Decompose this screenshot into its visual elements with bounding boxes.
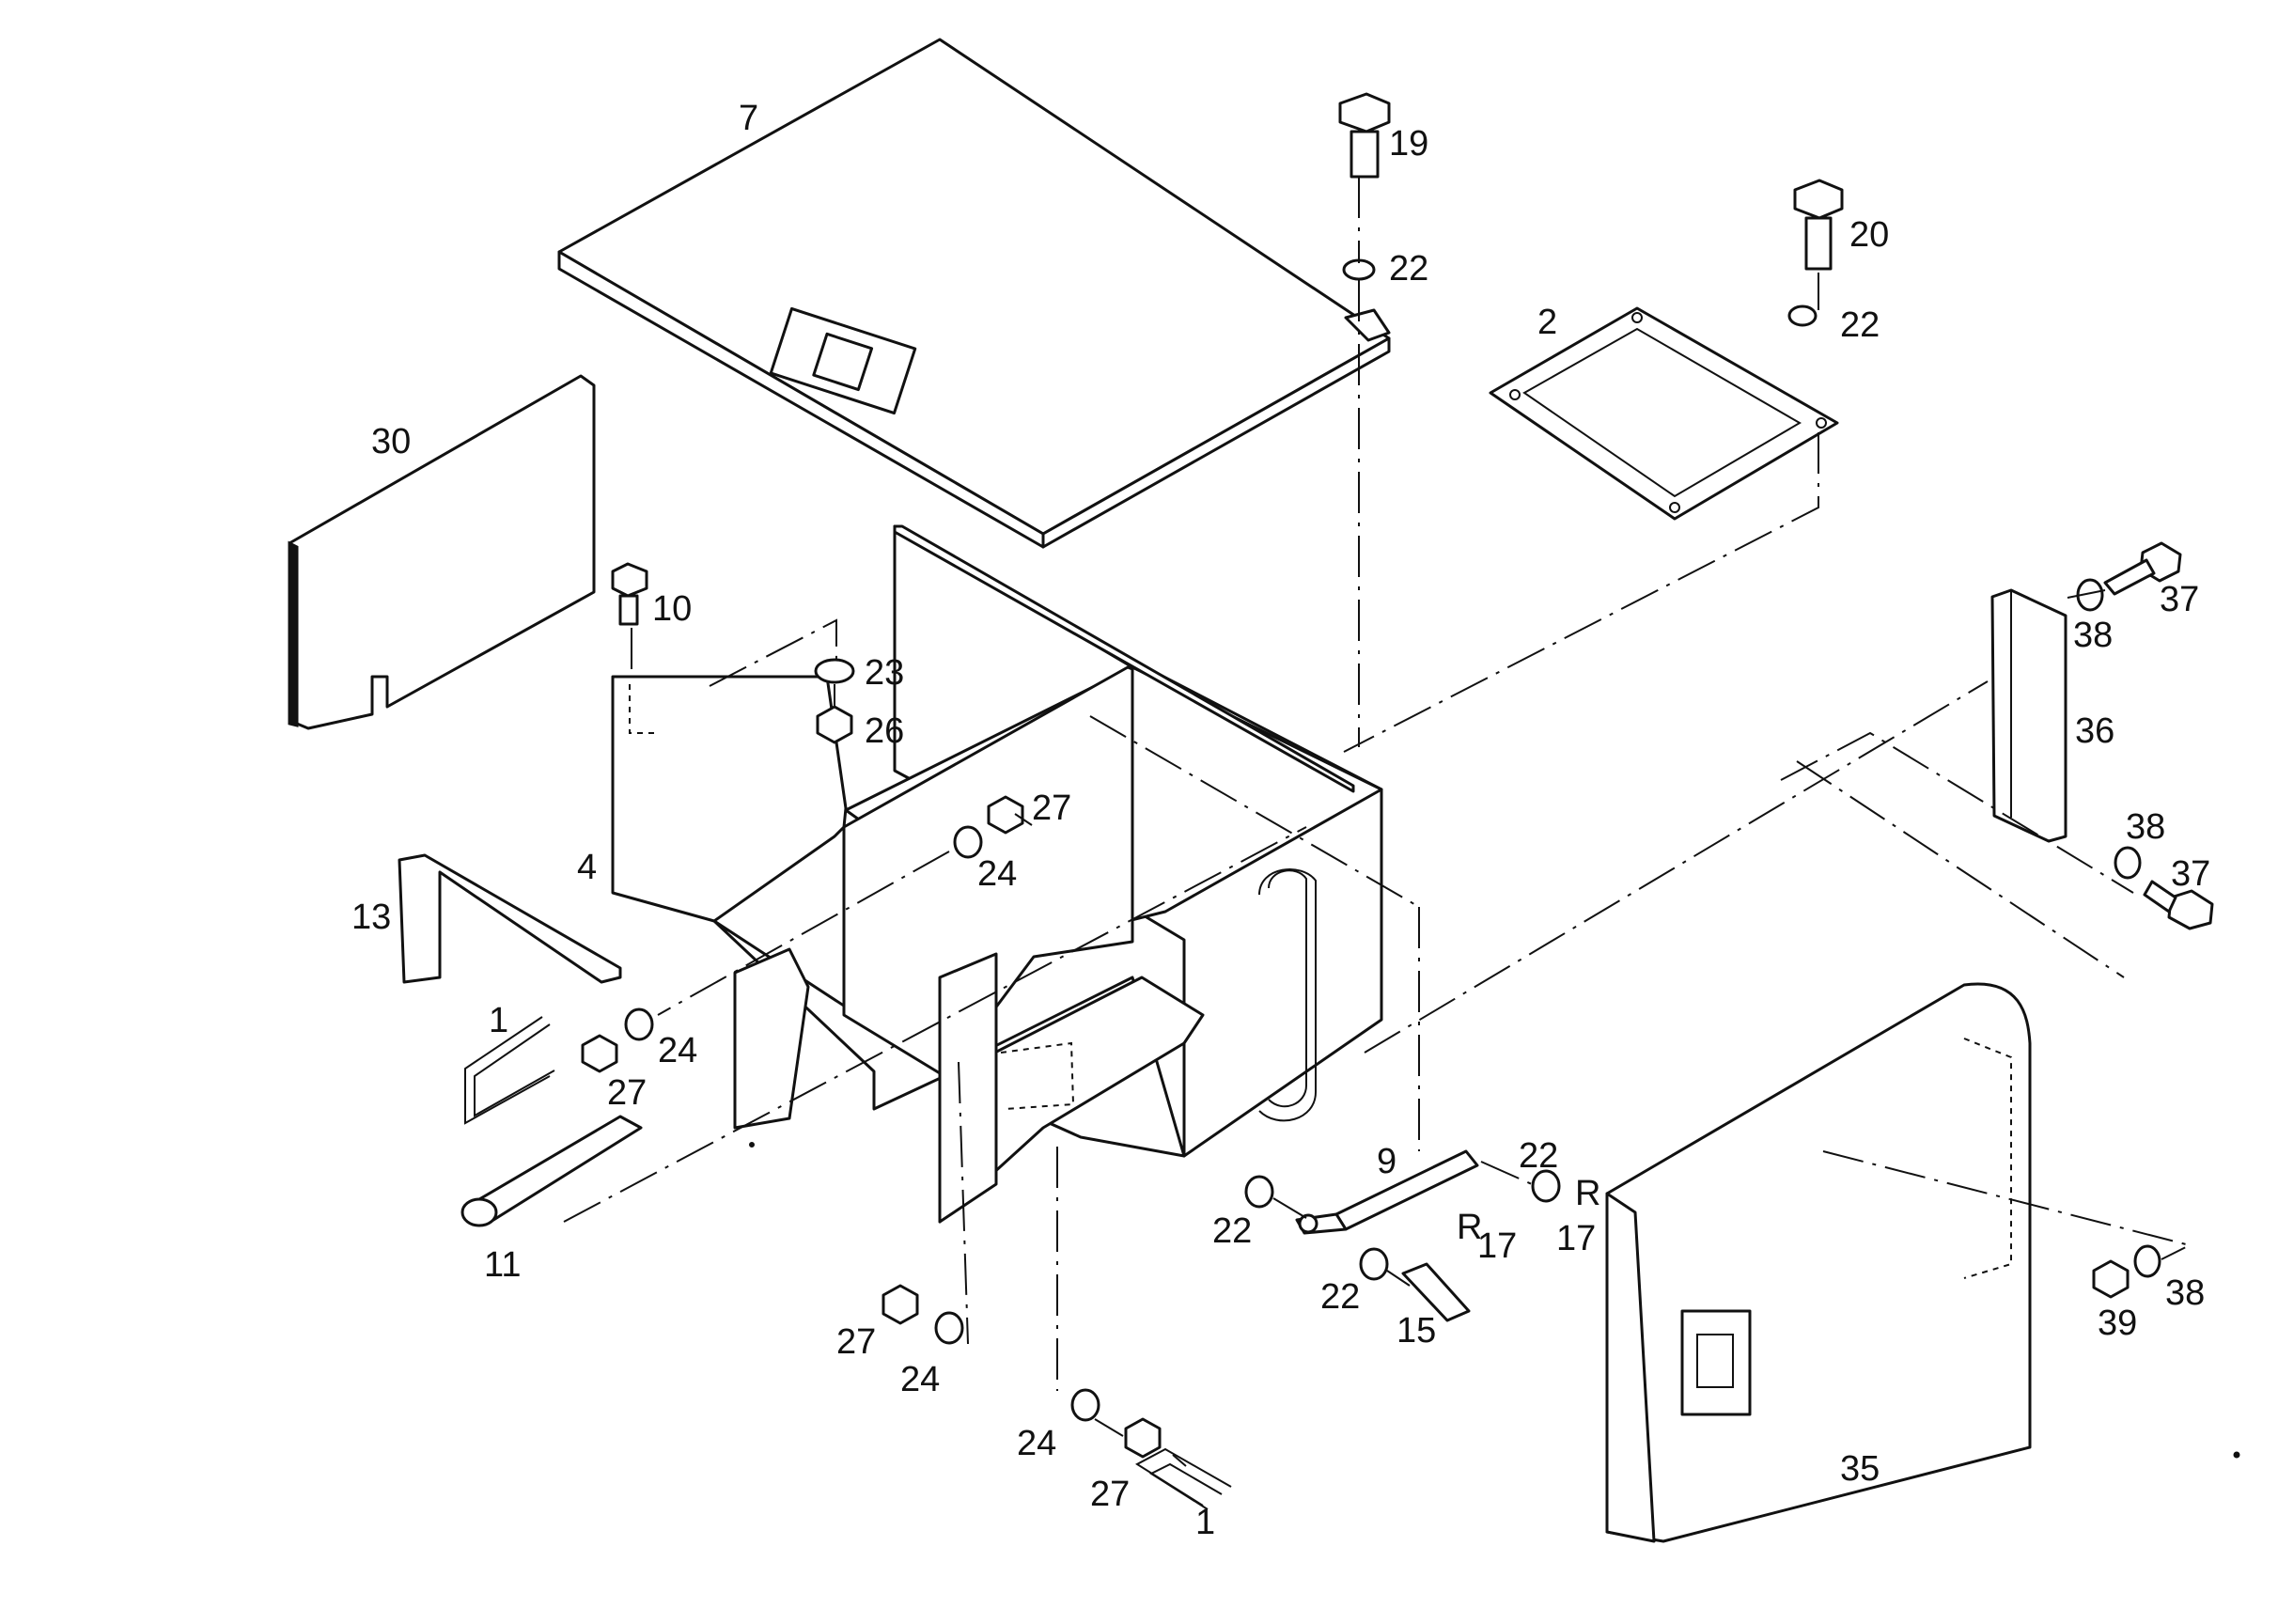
washer-22e (1531, 1169, 1561, 1203)
callout-35: 35 (1840, 1449, 1880, 1489)
callout-22-c: 22 (1519, 1136, 1558, 1176)
part-10-screw (611, 562, 648, 626)
washer-24a (953, 825, 983, 859)
washer-24d (1070, 1388, 1100, 1422)
washers (624, 258, 2161, 1422)
part-37-bolt-upper (2103, 541, 2182, 596)
part-13-strap (398, 853, 622, 984)
alignment-lines (563, 177, 2192, 1467)
callout-37-a: 37 (2160, 580, 2199, 619)
callout-27-c: 27 (836, 1322, 876, 1362)
part-15-pin (1401, 1262, 1471, 1322)
part-1-ubolt-upper (464, 1016, 555, 1125)
speck (2233, 1451, 2240, 1459)
part-30-side-panel (288, 374, 596, 730)
speck (749, 1142, 755, 1148)
callout-22-e: 22 (1320, 1277, 1360, 1317)
part-2-gasket-frame (1489, 306, 1839, 521)
callout-24-b: 24 (658, 1031, 697, 1070)
callout-38-b: 38 (2126, 807, 2165, 847)
washer-38c (2133, 1244, 2161, 1278)
callout-11: 11 (484, 1245, 521, 1285)
callout-23: 23 (865, 653, 904, 693)
callout-labels: 7 19 20 22 22 2 30 10 23 26 27 24 4 13 1… (351, 99, 2210, 1542)
callout-36: 36 (2075, 711, 2114, 751)
callout-27-b: 27 (607, 1073, 647, 1113)
callout-38-c: 38 (2165, 1273, 2205, 1313)
callout-13: 13 (351, 898, 391, 937)
nut-26 (816, 705, 853, 744)
callout-2: 2 (1537, 303, 1557, 342)
nut-27c (882, 1284, 919, 1325)
callout-9: 9 (1377, 1142, 1396, 1181)
callout-1-b: 1 (1195, 1503, 1215, 1542)
callout-1-a: 1 (489, 1001, 508, 1040)
washer-22c (1244, 1175, 1274, 1209)
callout-19: 19 (1389, 124, 1428, 164)
callout-22-d: 22 (1212, 1211, 1252, 1251)
callout-24-d: 24 (1017, 1424, 1056, 1463)
callout-30: 30 (371, 422, 411, 461)
part-11-tube (460, 1115, 643, 1227)
part-37-bolt-lower (2143, 880, 2214, 930)
part-7-lid (557, 38, 1391, 549)
nuts (581, 705, 2130, 1459)
callout-38-a: 38 (2073, 616, 2113, 655)
washer-38b (2114, 846, 2142, 880)
callout-r-a: R (1575, 1174, 1600, 1213)
part-9-gas-strut (1295, 1149, 1479, 1235)
washer-23 (814, 658, 855, 684)
nut-27d (1124, 1417, 1162, 1459)
nut-27a (987, 795, 1024, 835)
callout-26: 26 (865, 711, 904, 751)
callout-20: 20 (1849, 215, 1889, 255)
callout-27-a: 27 (1032, 789, 1071, 828)
callout-4: 4 (577, 848, 597, 887)
washer-24c (934, 1311, 964, 1345)
callout-24-a: 24 (977, 854, 1017, 894)
part-1-ubolt-lower (1135, 1447, 1232, 1510)
callout-27-d: 27 (1090, 1475, 1130, 1514)
nut-27b (581, 1034, 618, 1073)
callout-17-b: 17 (1477, 1226, 1517, 1266)
callout-7: 7 (739, 99, 758, 138)
washer-22d (1359, 1247, 1389, 1281)
part-4-box-body (611, 524, 1383, 1224)
part-19-bolt (1338, 92, 1391, 179)
callout-22-b: 22 (1840, 305, 1880, 345)
callout-24-c: 24 (900, 1360, 940, 1399)
nut-39 (2092, 1259, 2130, 1299)
washer-24b (624, 1007, 654, 1041)
callout-10: 10 (652, 589, 692, 629)
callout-37-b: 37 (2171, 854, 2210, 894)
part-35-door (1605, 982, 2032, 1543)
washer-22b (1787, 304, 1818, 327)
part-36-bracket (1990, 588, 2067, 843)
callout-r-b: R (1457, 1208, 1482, 1247)
part-20-bolt (1793, 179, 1844, 271)
callout-15: 15 (1396, 1311, 1436, 1351)
callout-39: 39 (2098, 1304, 2137, 1343)
callout-22-a: 22 (1389, 249, 1428, 289)
callout-17-a: 17 (1556, 1219, 1596, 1258)
